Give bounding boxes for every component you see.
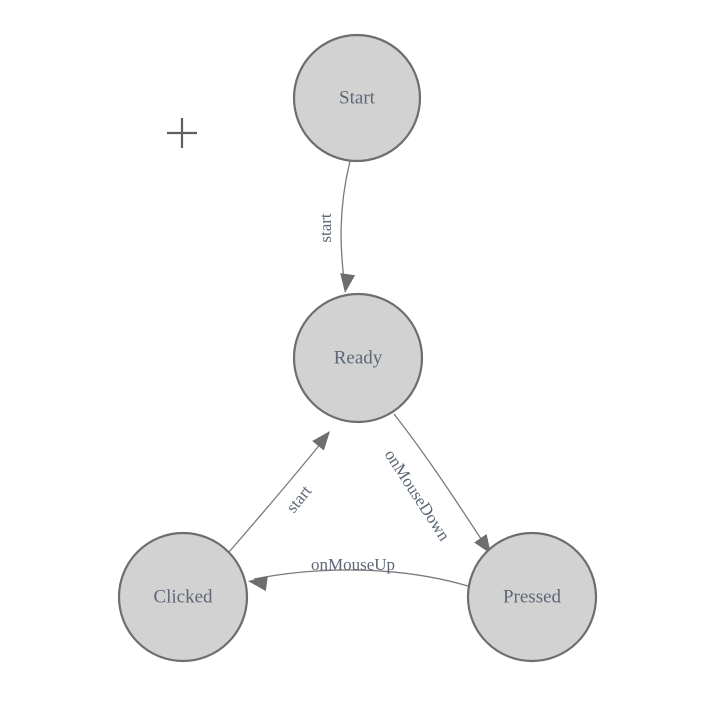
arrowhead-clicked-to-ready — [312, 431, 330, 451]
node-label-ready: Ready — [334, 347, 383, 368]
arrowhead-pressed-to-clicked — [248, 576, 268, 592]
state-node-clicked[interactable]: Clicked — [117, 531, 249, 663]
edge-clicked-to-ready[interactable] — [228, 436, 327, 553]
edge-label-pressed-to-clicked: onMouseUp — [311, 555, 395, 574]
node-label-clicked: Clicked — [153, 586, 213, 607]
node-circle-start[interactable] — [292, 33, 422, 163]
state-node-start[interactable]: Start — [292, 33, 422, 163]
arrowhead-start-to-ready — [340, 273, 356, 293]
crosshair-marker-group — [167, 118, 197, 148]
arrowhead-ready-to-pressed — [474, 534, 491, 554]
state-node-ready[interactable]: Ready — [292, 292, 424, 424]
node-circle-ready[interactable] — [292, 292, 424, 424]
edge-label-start-to-ready: start — [316, 213, 335, 243]
edge-pressed-to-clicked[interactable] — [253, 569, 469, 587]
edges-group — [228, 160, 491, 592]
edge-label-ready-to-pressed: onMouseDown — [381, 446, 454, 545]
edge-label-clicked-to-ready: start — [282, 481, 315, 516]
node-label-start: Start — [339, 87, 376, 108]
state-node-pressed[interactable]: Pressed — [466, 531, 598, 663]
edge-ready-to-pressed[interactable] — [393, 413, 488, 549]
node-label-pressed: Pressed — [503, 586, 562, 607]
edge-start-to-ready[interactable] — [340, 160, 351, 289]
node-circle-pressed[interactable] — [466, 531, 598, 663]
node-circle-clicked[interactable] — [117, 531, 249, 663]
